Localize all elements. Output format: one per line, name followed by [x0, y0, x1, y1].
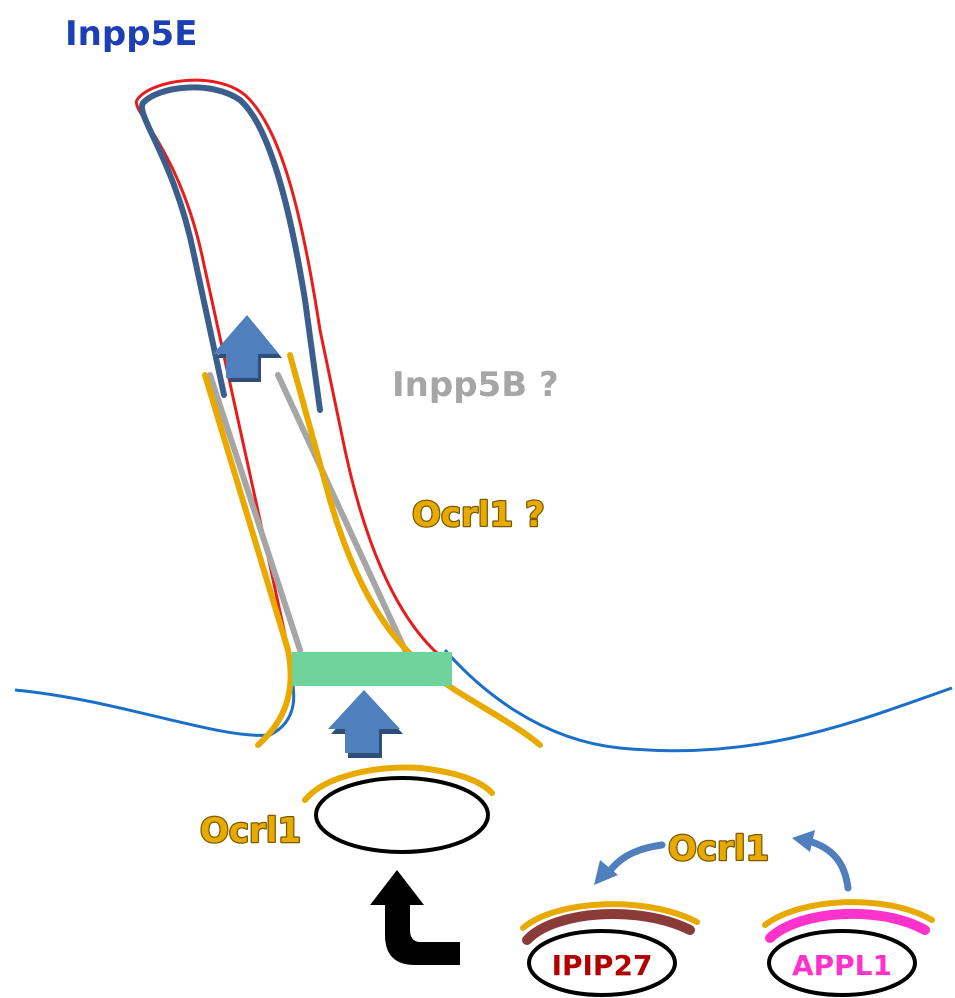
transition-zone: [292, 652, 452, 686]
ipip27-ocrl1-coat: [520, 901, 700, 931]
recycling-arrow: [370, 870, 460, 965]
ipip27-label: IPIP27: [552, 949, 653, 982]
appl1-ocrl1-coat: [762, 899, 935, 928]
ocrl1-coat-right: [287, 352, 543, 748]
inpp5b-line-left: [207, 372, 303, 653]
plasma-membrane: [14, 649, 953, 753]
vesicle-to-base-arrow: [328, 690, 403, 758]
appl1-to-ocrl1-arrowhead: [792, 830, 815, 852]
vesicle-ocrl1-coat: [302, 764, 495, 803]
inpp5e-label: Inpp5E: [65, 14, 197, 54]
ocrl1-to-ipip27-arrow: [603, 841, 666, 879]
appl1-coat: [765, 908, 930, 943]
ocrl1-vesicle-label: Ocrl1: [200, 811, 301, 851]
ocrl1-recruited-label: Ocrl1: [668, 829, 769, 869]
ipip27-coat: [522, 908, 695, 945]
ipip27-endosome: [527, 929, 677, 997]
appl1-endosome: [767, 929, 917, 997]
vesicle: [314, 776, 490, 854]
ciliary-transport-arrow: [213, 315, 282, 382]
ocrl1-to-ipip27-arrowhead: [594, 860, 618, 885]
appl1-to-ocrl1-arrow: [808, 838, 852, 892]
appl1-label: APPL1: [792, 949, 892, 982]
axoneme: [139, 84, 323, 413]
ocrl1-question-label: Ocrl1 ?: [412, 495, 545, 535]
inpp5b-line-right: [275, 372, 408, 653]
ocrl1-coat-left: [202, 372, 294, 748]
inpp5b-label: Inpp5B ?: [392, 365, 559, 405]
